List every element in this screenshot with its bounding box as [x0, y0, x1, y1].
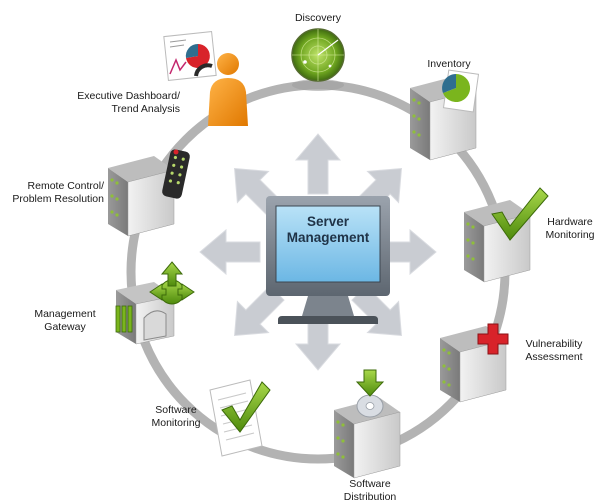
- radar-icon: [291, 28, 345, 91]
- server-cd-download-icon: [334, 369, 401, 479]
- server-checkmark-icon: [464, 187, 549, 283]
- person-chart-icon: [163, 31, 248, 126]
- label-remote-control: Remote Control/ Problem Resolution: [12, 180, 104, 205]
- server-remote-icon: [108, 149, 190, 237]
- label-inventory: Inventory: [427, 58, 471, 70]
- server-report-icon: [410, 69, 480, 161]
- label-management-gateway: Management Gateway: [34, 308, 96, 333]
- label-software-distribution: Software Distribution: [343, 478, 397, 503]
- label-software-monitoring: Software Monitoring: [151, 404, 201, 429]
- label-executive-dashboard: Executive Dashboard/ Trend Analysis: [77, 90, 180, 115]
- server-red-cross-icon: [440, 323, 509, 403]
- label-vulnerability-assessment: Vulnerability Assessment: [525, 338, 583, 363]
- label-hardware-monitoring: Hardware Monitoring: [545, 216, 595, 241]
- label-discovery: Discovery: [294, 12, 342, 24]
- center-title-line2: Management: [286, 230, 370, 245]
- document-checkmark-icon: [209, 379, 271, 457]
- center-title-line1: Server: [306, 214, 350, 229]
- gateway-arrows-icon: [115, 261, 195, 345]
- monitor-icon: [266, 196, 390, 324]
- center-title: Server Management: [282, 214, 374, 246]
